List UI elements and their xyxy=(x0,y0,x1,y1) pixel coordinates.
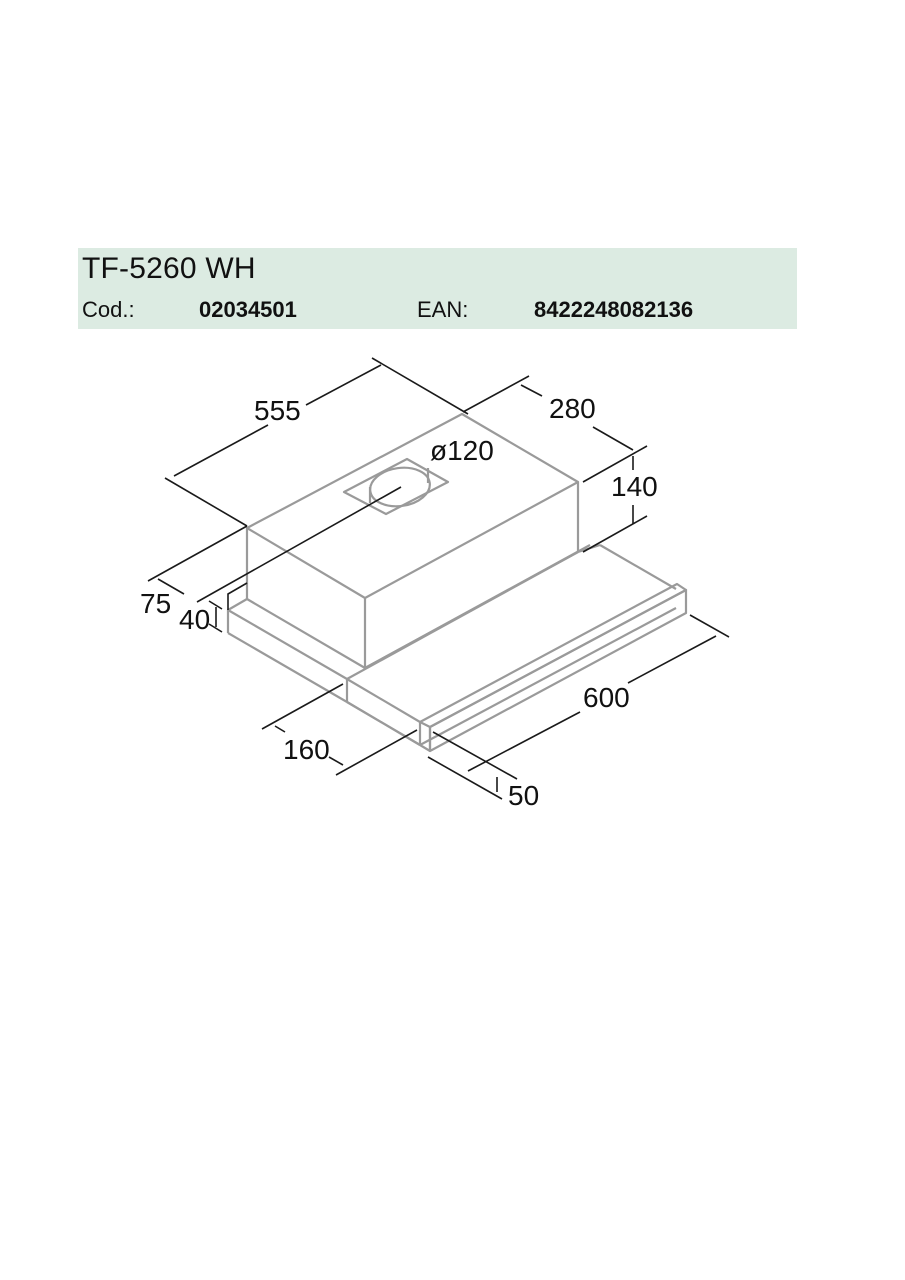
dimension-lines xyxy=(147,357,730,800)
dim-base-40: 40 xyxy=(179,604,210,635)
dim-width-600: 600 xyxy=(583,682,630,713)
dimension-labels: 555 280 ø120 140 75 40 160 600 50 xyxy=(140,393,658,811)
dim-width-280: 280 xyxy=(549,393,596,424)
front-bar xyxy=(418,582,688,729)
dim-depth-555: 555 xyxy=(254,395,301,426)
cod-label: Cod.: xyxy=(82,297,135,322)
dim-extension-160: 160 xyxy=(283,734,330,765)
ean-value: 8422248082136 xyxy=(534,297,694,322)
dim-outlet-diameter: ø120 xyxy=(430,435,494,466)
hood-body xyxy=(226,412,688,753)
motor-box-top xyxy=(245,412,580,600)
model-title: TF-5260 WH xyxy=(82,252,256,285)
dim-bar-50: 50 xyxy=(508,780,539,811)
ean-label: EAN: xyxy=(417,297,469,322)
dim-height-140: 140 xyxy=(611,471,658,502)
product-header-band: TF-5260 WH Cod.: 02034501 EAN: 842224808… xyxy=(78,248,797,329)
hood-dimension-drawing: 555 280 ø120 140 75 40 160 600 50 xyxy=(140,357,730,811)
outlet-plate xyxy=(342,457,450,516)
cod-value: 02034501 xyxy=(199,297,297,322)
dim-offset-75: 75 xyxy=(140,588,171,619)
